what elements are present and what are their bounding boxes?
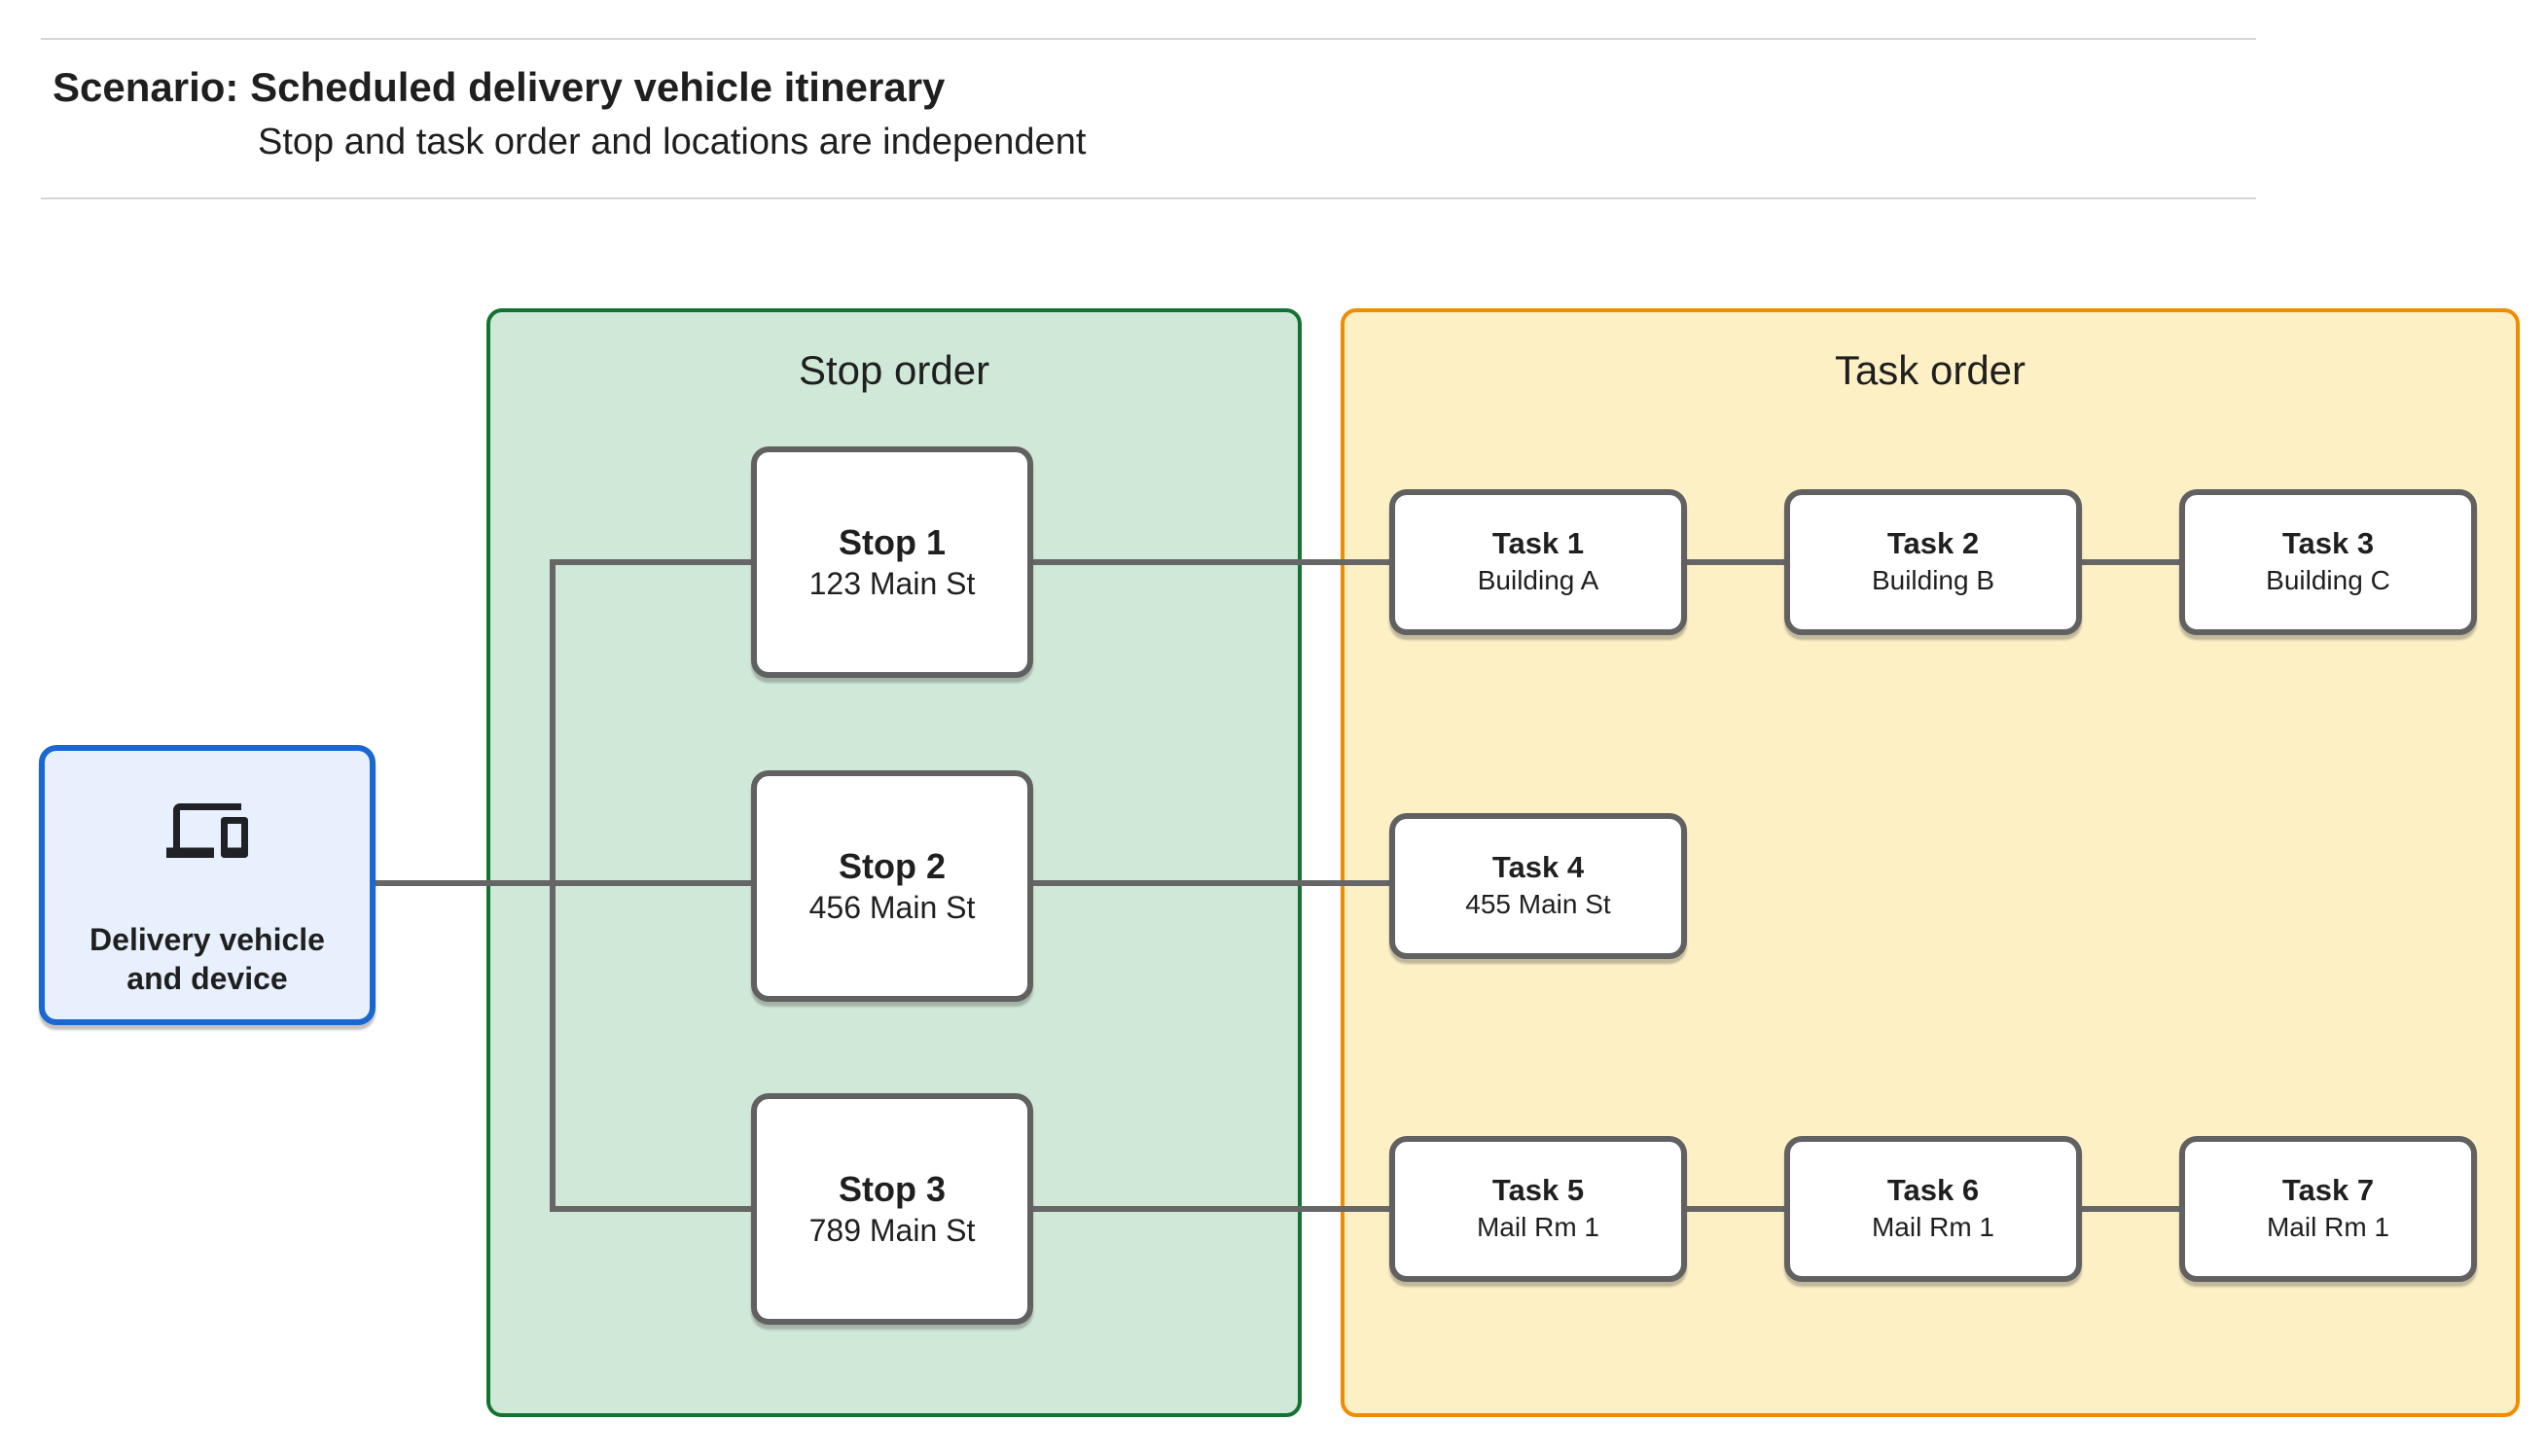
task-5-location: Mail Rm 1 <box>1476 1212 1599 1243</box>
node-stop-2: Stop 2 456 Main St <box>751 770 1033 1002</box>
task-1-location: Building A <box>1477 565 1599 596</box>
stop-1-address: 123 Main St <box>808 565 976 601</box>
node-stop-3: Stop 3 789 Main St <box>751 1093 1033 1325</box>
stop-1-title: Stop 1 <box>838 521 946 562</box>
top-divider <box>41 38 2256 40</box>
task-4-location: 455 Main St <box>1465 889 1611 920</box>
task-6-location: Mail Rm 1 <box>1871 1212 1994 1243</box>
node-task-3: Task 3 Building C <box>2179 489 2477 635</box>
connector-task2-to-task3 <box>2082 559 2179 565</box>
connector-task5-to-task6 <box>1687 1206 1784 1212</box>
node-task-5: Task 5 Mail Rm 1 <box>1389 1136 1687 1282</box>
stop-order-panel-title: Stop order <box>798 347 990 393</box>
vehicle-label: Delivery vehicle and device <box>90 922 325 996</box>
node-delivery-vehicle: Delivery vehicle and device <box>39 745 376 1025</box>
page-subtitle: Stop and task order and locations are in… <box>258 122 1087 162</box>
node-task-6: Task 6 Mail Rm 1 <box>1784 1136 2082 1282</box>
task-2-title: Task 2 <box>1886 526 1980 561</box>
node-task-1: Task 1 Building A <box>1389 489 1687 635</box>
node-task-2: Task 2 Building B <box>1784 489 2082 635</box>
connector-stop3-to-task5 <box>1033 1206 1389 1212</box>
connector-stop1-to-task1 <box>1033 559 1389 565</box>
task-5-title: Task 5 <box>1491 1173 1585 1208</box>
task-1-title: Task 1 <box>1491 526 1585 561</box>
stop-3-address: 789 Main St <box>808 1212 976 1248</box>
task-order-panel-title: Task order <box>1834 347 2026 393</box>
header-divider <box>41 197 2256 199</box>
connector-branch-vertical <box>550 559 556 1212</box>
task-3-title: Task 3 <box>2281 526 2375 561</box>
connector-vehicle-to-stop2 <box>376 880 751 886</box>
devices-icon <box>166 803 248 858</box>
page-title: Scenario: Scheduled delivery vehicle iti… <box>53 64 946 110</box>
connector-branch-to-stop1 <box>550 559 751 565</box>
task-4-title: Task 4 <box>1491 850 1585 885</box>
node-stop-1: Stop 1 123 Main St <box>751 446 1033 678</box>
connector-task1-to-task2 <box>1687 559 1784 565</box>
stop-2-title: Stop 2 <box>838 845 946 886</box>
task-7-location: Mail Rm 1 <box>2266 1212 2389 1243</box>
task-6-title: Task 6 <box>1886 1173 1980 1208</box>
connector-stop2-to-task4 <box>1033 880 1389 886</box>
node-task-7: Task 7 Mail Rm 1 <box>2179 1136 2477 1282</box>
task-7-title: Task 7 <box>2281 1173 2375 1208</box>
task-3-location: Building C <box>2266 565 2390 596</box>
stop-3-title: Stop 3 <box>838 1168 946 1209</box>
connector-task6-to-task7 <box>2082 1206 2179 1212</box>
task-2-location: Building B <box>1871 565 1995 596</box>
node-task-4: Task 4 455 Main St <box>1389 813 1687 959</box>
stop-2-address: 456 Main St <box>808 889 976 925</box>
connector-branch-to-stop3 <box>550 1206 751 1212</box>
